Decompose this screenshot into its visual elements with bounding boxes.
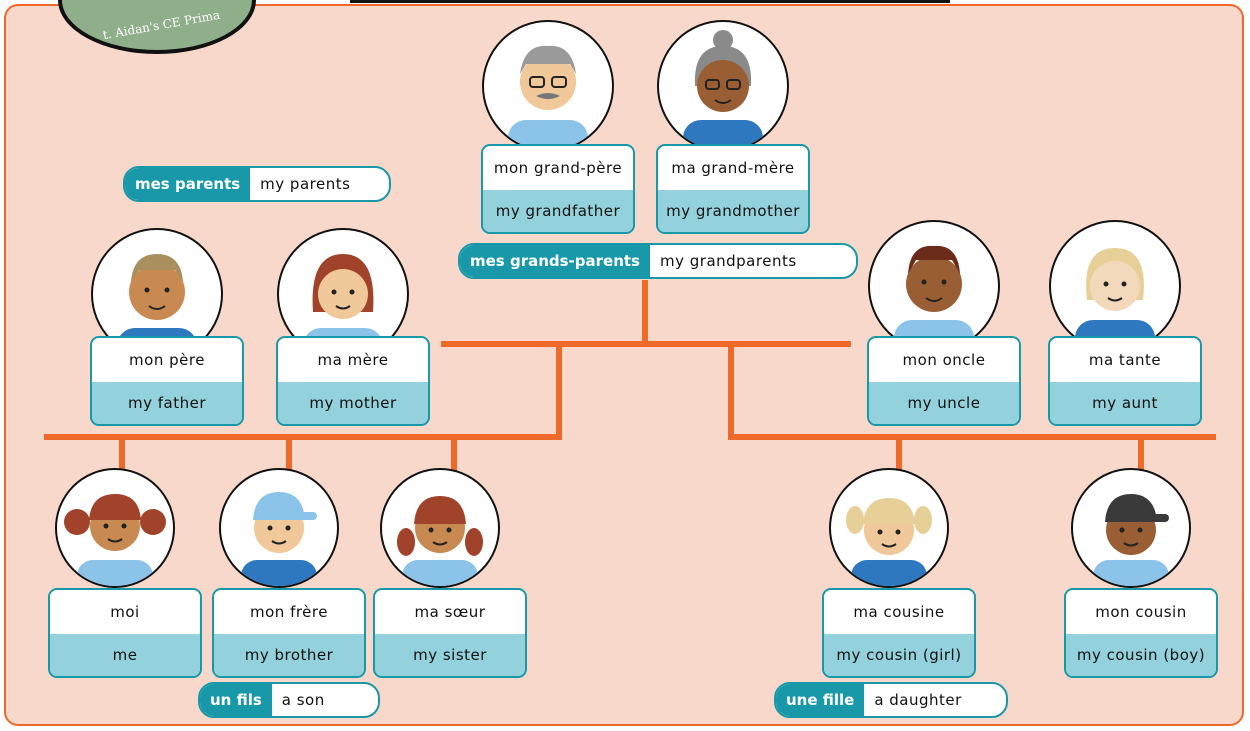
label-grandparents-english: my grandparents — [660, 252, 797, 270]
connector-brother — [286, 436, 292, 472]
cousin-girl-french: ma cousine — [853, 603, 945, 621]
cousin-boy-french: mon cousin — [1095, 603, 1187, 621]
uncle-french: mon oncle — [902, 351, 986, 369]
grandfather-french: mon grand-père — [493, 159, 623, 177]
aunt-english: my aunt — [1050, 382, 1200, 424]
connector-to-cousins-line — [728, 341, 734, 440]
cousin-girl-portrait — [829, 468, 949, 588]
mother-english: my mother — [278, 382, 428, 424]
sister-portrait — [380, 468, 500, 588]
brother-french: mon frère — [250, 603, 328, 621]
father-french: mon père — [129, 351, 205, 369]
grandmother-english: my grandmother — [658, 190, 808, 232]
brother-card: mon frère my brother — [212, 588, 366, 678]
uncle-card: mon oncle my uncle — [867, 336, 1021, 426]
grandfather-portrait — [482, 20, 614, 152]
mother-card: ma mère my mother — [276, 336, 430, 426]
label-son-english: a son — [281, 691, 325, 709]
uncle-portrait — [868, 220, 1000, 352]
father-card: mon père my father — [90, 336, 244, 426]
connector-grandparents-down — [642, 280, 648, 345]
connector-to-parents-line — [556, 341, 562, 440]
connector-sister — [451, 436, 457, 472]
cousin-boy-card: mon cousin my cousin (boy) — [1064, 588, 1218, 678]
label-parents-french: mes parents — [125, 168, 251, 200]
label-parents-english: my parents — [260, 175, 351, 193]
uncle-english: my uncle — [869, 382, 1019, 424]
label-son: un fils a son — [198, 682, 380, 718]
grandfather-card: mon grand-père my grandfather — [481, 144, 635, 234]
cousin-girl-english: my cousin (girl) — [824, 634, 974, 676]
label-son-french: un fils — [200, 684, 272, 716]
connector-children-line — [44, 434, 562, 440]
me-french: moi — [110, 603, 140, 621]
label-grandparents: mes grands-parents my grandparents — [458, 243, 858, 279]
family-tree-board: t. Aidan's CE Prima mon grand-père my gr… — [4, 0, 1244, 726]
school-logo: t. Aidan's CE Prima — [58, 0, 256, 54]
connector-cousin-boy — [1138, 436, 1144, 472]
grandfather-english: my grandfather — [483, 190, 633, 232]
mother-french: ma mère — [317, 351, 389, 369]
connector-cousins-line — [728, 434, 1216, 440]
sister-card: ma sœur my sister — [373, 588, 527, 678]
sister-english: my sister — [375, 634, 525, 676]
cousin-boy-english: my cousin (boy) — [1066, 634, 1216, 676]
me-card: moi me — [48, 588, 202, 678]
grandmother-card: ma grand-mère my grandmother — [656, 144, 810, 234]
cousin-boy-portrait — [1071, 468, 1191, 588]
label-grandparents-french: mes grands-parents — [460, 245, 650, 277]
grandmother-french: ma grand-mère — [671, 159, 795, 177]
label-daughter-english: a daughter — [874, 691, 962, 709]
label-daughter-french: une fille — [776, 684, 865, 716]
me-portrait — [55, 468, 175, 588]
aunt-portrait — [1049, 220, 1181, 352]
father-english: my father — [92, 382, 242, 424]
sister-french: ma sœur — [414, 603, 486, 621]
logo-text: t. Aidan's CE Prima — [101, 7, 222, 43]
brother-portrait — [219, 468, 339, 588]
label-daughter: une fille a daughter — [774, 682, 1008, 718]
connector-cousin-girl — [896, 436, 902, 472]
aunt-card: ma tante my aunt — [1048, 336, 1202, 426]
aunt-french: ma tante — [1088, 351, 1162, 369]
grandmother-portrait — [657, 20, 789, 152]
connector-middle-generation — [441, 341, 851, 347]
me-english: me — [50, 634, 200, 676]
label-parents: mes parents my parents — [123, 166, 391, 202]
cousin-girl-card: ma cousine my cousin (girl) — [822, 588, 976, 678]
brother-english: my brother — [214, 634, 364, 676]
connector-me — [119, 436, 125, 472]
title-underline — [350, 0, 950, 3]
